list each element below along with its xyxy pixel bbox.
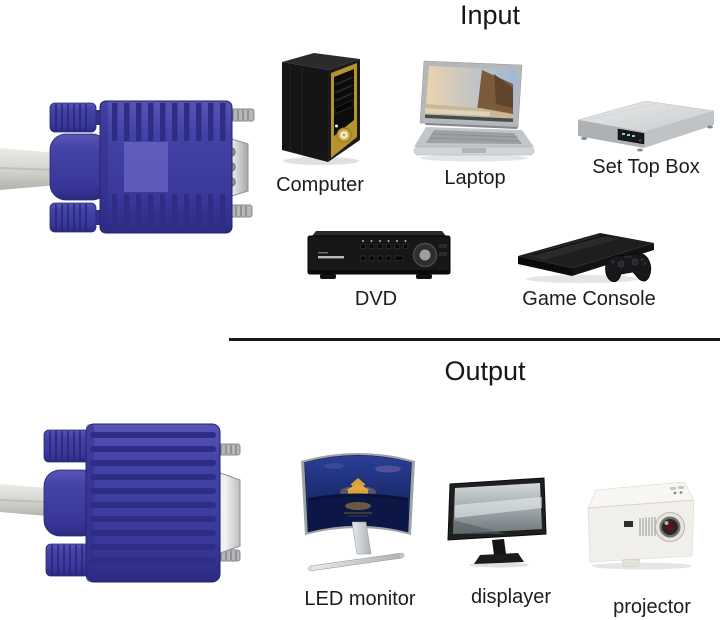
dvd-label: DVD: [354, 288, 398, 310]
dvd-buttons: [360, 243, 409, 261]
strain-relief: [49, 133, 109, 201]
computer-image: [276, 48, 366, 168]
led-monitor-image: [296, 442, 420, 578]
game-controller: [605, 253, 652, 283]
laptop-image: [410, 58, 538, 164]
game-console-image: [510, 224, 662, 290]
dvd-leds: [362, 240, 407, 242]
led-monitor-label: LED monitor: [304, 588, 416, 610]
displayer-image: [444, 474, 552, 570]
displayer-label: displayer: [470, 586, 552, 608]
set-top-box-label: Set Top Box: [592, 156, 700, 178]
connector-ribs: [90, 432, 216, 575]
computer-label: Computer: [276, 174, 364, 196]
projector-controls: [670, 486, 684, 495]
game-console-label: Game Console: [522, 288, 656, 310]
output-section-title: Output: [444, 356, 526, 386]
set-top-box-image: [574, 96, 718, 158]
projector-image: [582, 470, 706, 574]
dvd-player-image: [304, 228, 454, 290]
projector-label: projector: [613, 596, 691, 618]
vga-male-connector-illustration: [0, 100, 255, 234]
section-divider: [229, 338, 720, 341]
laptop-label: Laptop: [444, 167, 506, 189]
connector-ribs: [112, 103, 226, 232]
input-section-title: Input: [459, 0, 521, 30]
projector-vents: [639, 517, 656, 536]
vga-female-connector-illustration: [0, 423, 241, 583]
vga-male-connector-image: [0, 90, 260, 245]
vga-female-connector-image: [0, 418, 250, 593]
